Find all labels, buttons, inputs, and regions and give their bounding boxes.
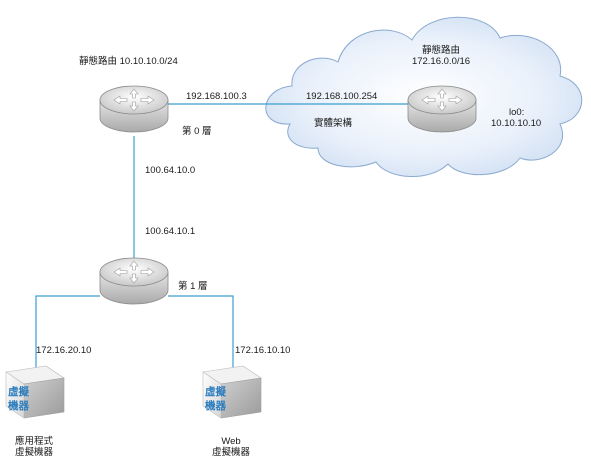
loopback-ip: 10.10.10.10 [491, 118, 542, 129]
loopback-label: lo0: [509, 107, 525, 118]
tier1-label: 第 1 層 [178, 281, 208, 292]
tier1-router-icon [99, 257, 169, 305]
physical-router-ip: 192.168.100.254 [306, 91, 378, 102]
physical-router-icon [407, 85, 477, 133]
physical-router-label-2: 172.16.0.0/16 [411, 56, 471, 67]
link-t1-ip: 100.64.10.1 [145, 226, 196, 237]
web-vm-ip: 172.16.10.10 [235, 345, 291, 356]
tier0-label: 第 0 層 [182, 126, 212, 137]
tier0-router-icon [99, 85, 169, 133]
physical-infra-label: 實體架構 [314, 118, 353, 129]
physical-router-label-1: 靜態路由 [421, 45, 461, 56]
app-vm-icon-text2: 機器 [8, 399, 29, 412]
app-vm-icon-text1: 虛擬 [8, 385, 29, 398]
tier0-router-label: 靜態路由 10.10.10.0/24 [79, 56, 178, 67]
web-vm-icon: 虛擬 機器 [202, 365, 262, 419]
link-t1-web [168, 295, 234, 370]
app-vm-ip: 172.16.20.10 [36, 345, 92, 356]
app-vm-icon: 虛擬 機器 [5, 365, 65, 419]
app-vm-label-2: 虛擬機器 [14, 447, 54, 458]
web-vm-label-1: Web [221, 436, 241, 447]
app-vm-label-1: 應用程式 [14, 436, 54, 447]
link-t1-app [35, 295, 100, 370]
link-t0-ip: 100.64.10.0 [145, 165, 196, 176]
web-vm-label-2: 虛擬機器 [211, 447, 251, 458]
web-vm-icon-text1: 虛擬 [205, 385, 226, 398]
web-vm-icon-text2: 機器 [205, 399, 226, 412]
tier0-uplink-ip: 192.168.100.3 [186, 91, 247, 102]
